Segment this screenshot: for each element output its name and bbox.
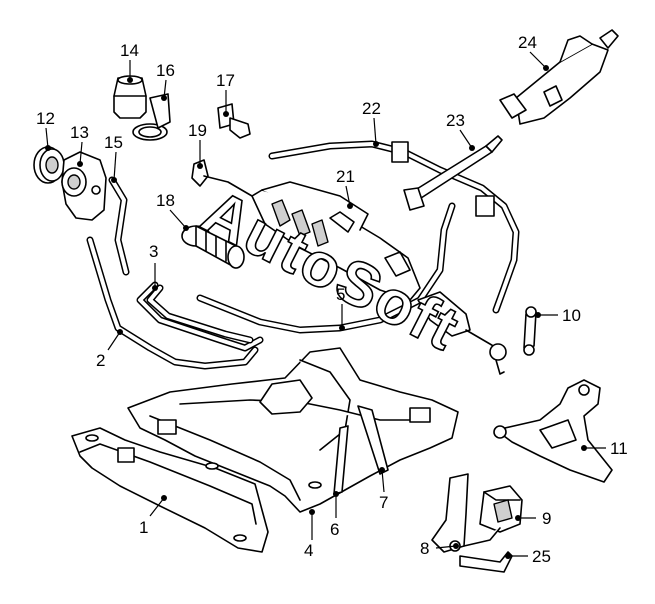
callout-6: 6 — [330, 520, 339, 539]
callout-14: 14 — [120, 41, 139, 60]
steering-column[interactable] — [499, 29, 619, 125]
engine-mount[interactable] — [479, 485, 523, 533]
pressure-hose[interactable] — [136, 281, 264, 352]
callout-22: 22 — [362, 99, 381, 118]
pump-pulley[interactable] — [33, 146, 65, 184]
callout-12: 12 — [36, 109, 55, 128]
callout-21: 21 — [336, 167, 355, 186]
mount-bracket[interactable] — [431, 473, 501, 553]
pressure-switch[interactable] — [217, 103, 251, 139]
bolt-25[interactable] — [459, 551, 513, 573]
link-rod-6[interactable] — [333, 425, 349, 495]
callout-2: 2 — [96, 351, 105, 370]
steering-rack[interactable] — [251, 181, 421, 301]
callout-25: 25 — [532, 547, 551, 566]
callout-13: 13 — [70, 123, 89, 142]
hose-15[interactable] — [108, 176, 130, 276]
callout-8: 8 — [420, 539, 429, 558]
return-pipe[interactable] — [86, 236, 259, 370]
callout-5: 5 — [336, 285, 345, 304]
rack-boot[interactable] — [181, 225, 245, 269]
subframe[interactable] — [127, 347, 459, 513]
power-steering-pump[interactable] — [61, 151, 107, 221]
callout-4: 4 — [304, 541, 313, 560]
callout-10: 10 — [562, 306, 581, 325]
stabilizer-bar[interactable] — [268, 140, 520, 314]
callout-11: 11 — [610, 439, 628, 458]
callout-24: 24 — [518, 33, 537, 52]
callout-16: 16 — [156, 61, 175, 80]
callout-18: 18 — [156, 191, 175, 210]
callout-1: 1 — [139, 518, 148, 537]
tie-rod-end-left[interactable] — [191, 159, 253, 197]
callout-19: 19 — [188, 121, 207, 140]
callout-17: 17 — [216, 71, 235, 90]
callout-labels: 1 2 3 4 5 6 7 8 9 10 11 12 13 14 15 16 1… — [36, 33, 628, 566]
stabilizer-link[interactable] — [523, 306, 537, 356]
link-bracket-7[interactable] — [357, 405, 389, 475]
front-crossmember-plate[interactable] — [71, 427, 269, 553]
callout-15: 15 — [104, 133, 123, 152]
intermediate-shaft[interactable] — [403, 135, 503, 211]
callout-leaders — [45, 51, 606, 559]
hydraulic-line[interactable] — [196, 202, 456, 334]
lower-control-arm[interactable] — [493, 379, 613, 483]
reservoir-bracket[interactable] — [132, 93, 171, 141]
callout-3: 3 — [149, 242, 158, 261]
tie-rod-end-right[interactable] — [417, 291, 507, 375]
callout-7: 7 — [379, 493, 388, 512]
callout-9: 9 — [542, 509, 551, 528]
callout-23: 23 — [446, 111, 465, 130]
